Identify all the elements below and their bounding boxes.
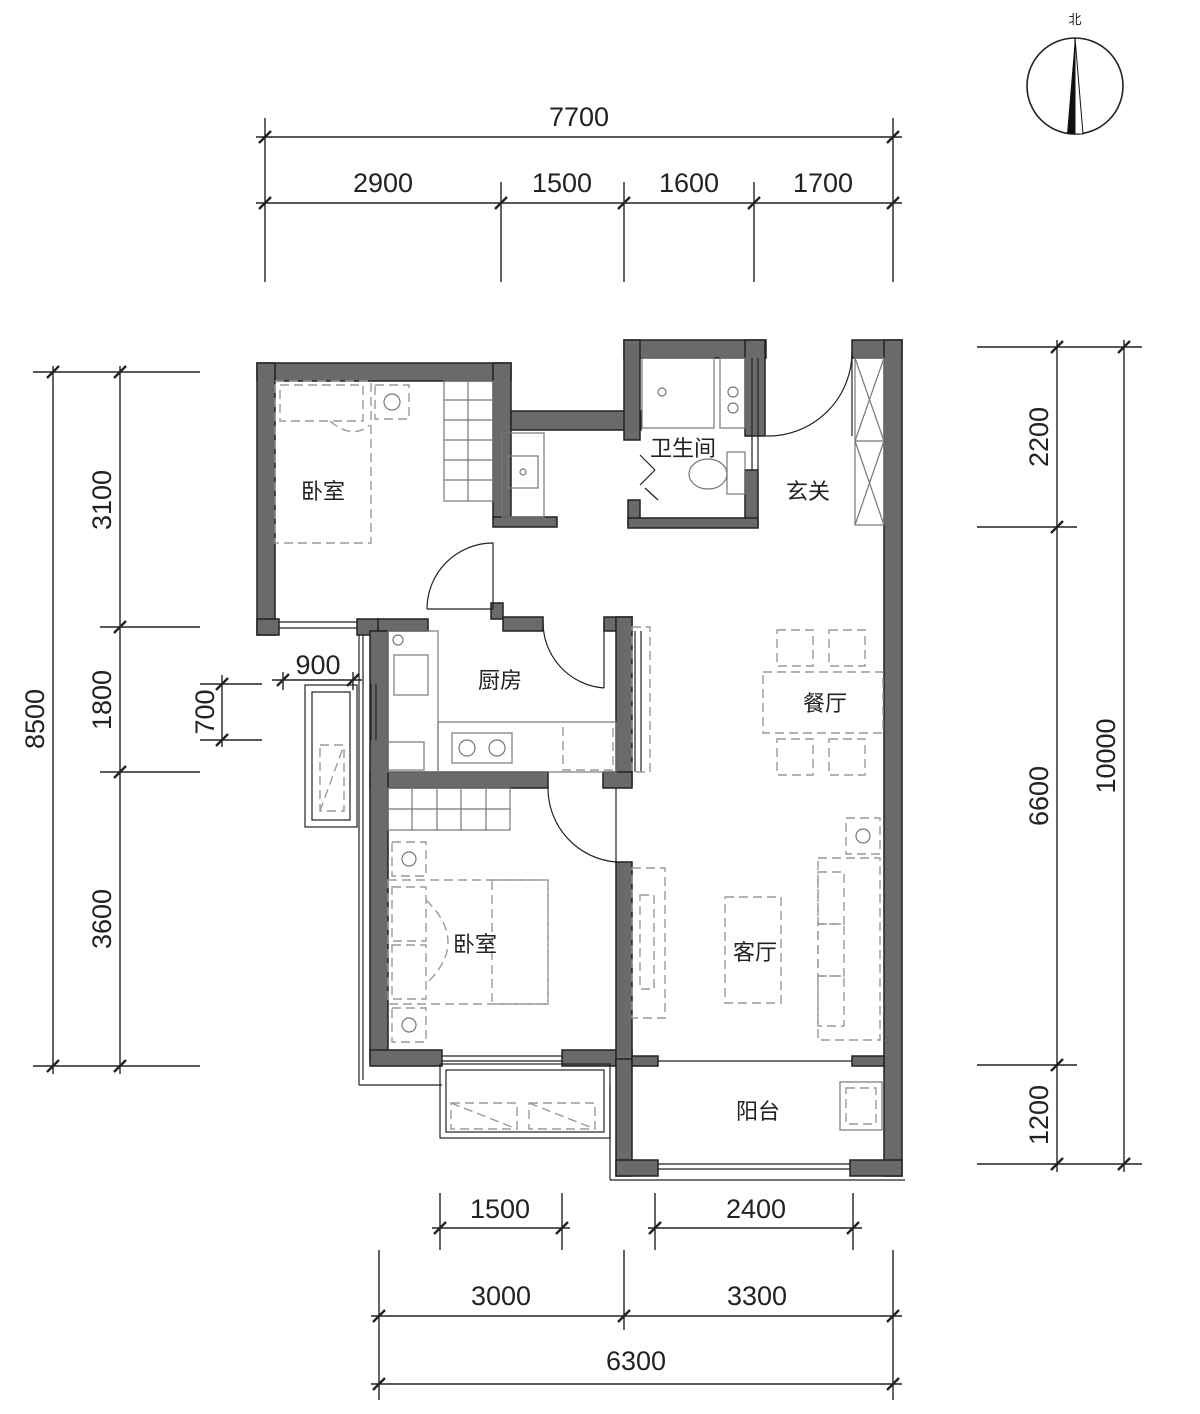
dim-left-segment: 1800: [87, 670, 117, 730]
bottom-dimensions: 1500 2400 3000 3300 6300: [371, 1193, 902, 1400]
dim-right-total: 10000: [1091, 718, 1121, 793]
dim-window-width: 900: [295, 650, 340, 680]
walls: [256, 339, 903, 1177]
dim-right-segment: 2200: [1024, 407, 1054, 467]
left-dimensions: 8500 3100 1800 3600: [20, 365, 200, 1074]
dim-bottom-segment: 3300: [727, 1281, 787, 1311]
dim-bottom-window: 1500: [470, 1194, 530, 1224]
furniture: [274, 357, 885, 1131]
room-label-balcony: 阳台: [736, 1100, 780, 1125]
dim-window-height: 700: [190, 689, 220, 734]
dim-bottom-segment: 3000: [471, 1281, 531, 1311]
top-dimensions: 7700 2900 1500 1600 1700: [256, 102, 902, 282]
room-label-kitchen: 厨房: [478, 669, 522, 694]
right-dimensions: 10000 2200 6600 1200: [977, 340, 1142, 1172]
room-labels: 卧室 卫生间 玄关 厨房 餐厅 卧室 客厅 阳台: [301, 437, 847, 1125]
dim-top-segment: 1500: [532, 168, 592, 198]
room-label-foyer: 玄关: [786, 480, 830, 505]
dim-top-segment: 1700: [793, 168, 853, 198]
dim-top-segment: 1600: [659, 168, 719, 198]
room-label-living: 客厅: [733, 941, 777, 966]
dim-left-total: 8500: [20, 689, 50, 749]
dim-left-segment: 3100: [87, 470, 117, 530]
north-label: 北: [1068, 13, 1081, 28]
room-label-bedroom-2: 卧室: [453, 933, 497, 958]
window-dimensions: 900 700: [190, 650, 362, 747]
windows: [279, 358, 905, 1181]
room-label-dining: 餐厅: [803, 692, 847, 717]
dim-top-total: 7700: [549, 102, 609, 132]
dim-bottom-window: 2400: [726, 1194, 786, 1224]
room-label-bathroom: 卫生间: [650, 437, 716, 462]
dim-right-segment: 1200: [1024, 1085, 1054, 1145]
north-arrow: 北: [1026, 13, 1124, 135]
dim-right-segment: 6600: [1024, 766, 1054, 826]
dim-left-segment: 3600: [87, 889, 117, 949]
doors: [426, 351, 853, 863]
room-label-bedroom-1: 卧室: [301, 480, 345, 505]
dim-bottom-total: 6300: [606, 1346, 666, 1376]
dim-top-segment: 2900: [353, 168, 413, 198]
